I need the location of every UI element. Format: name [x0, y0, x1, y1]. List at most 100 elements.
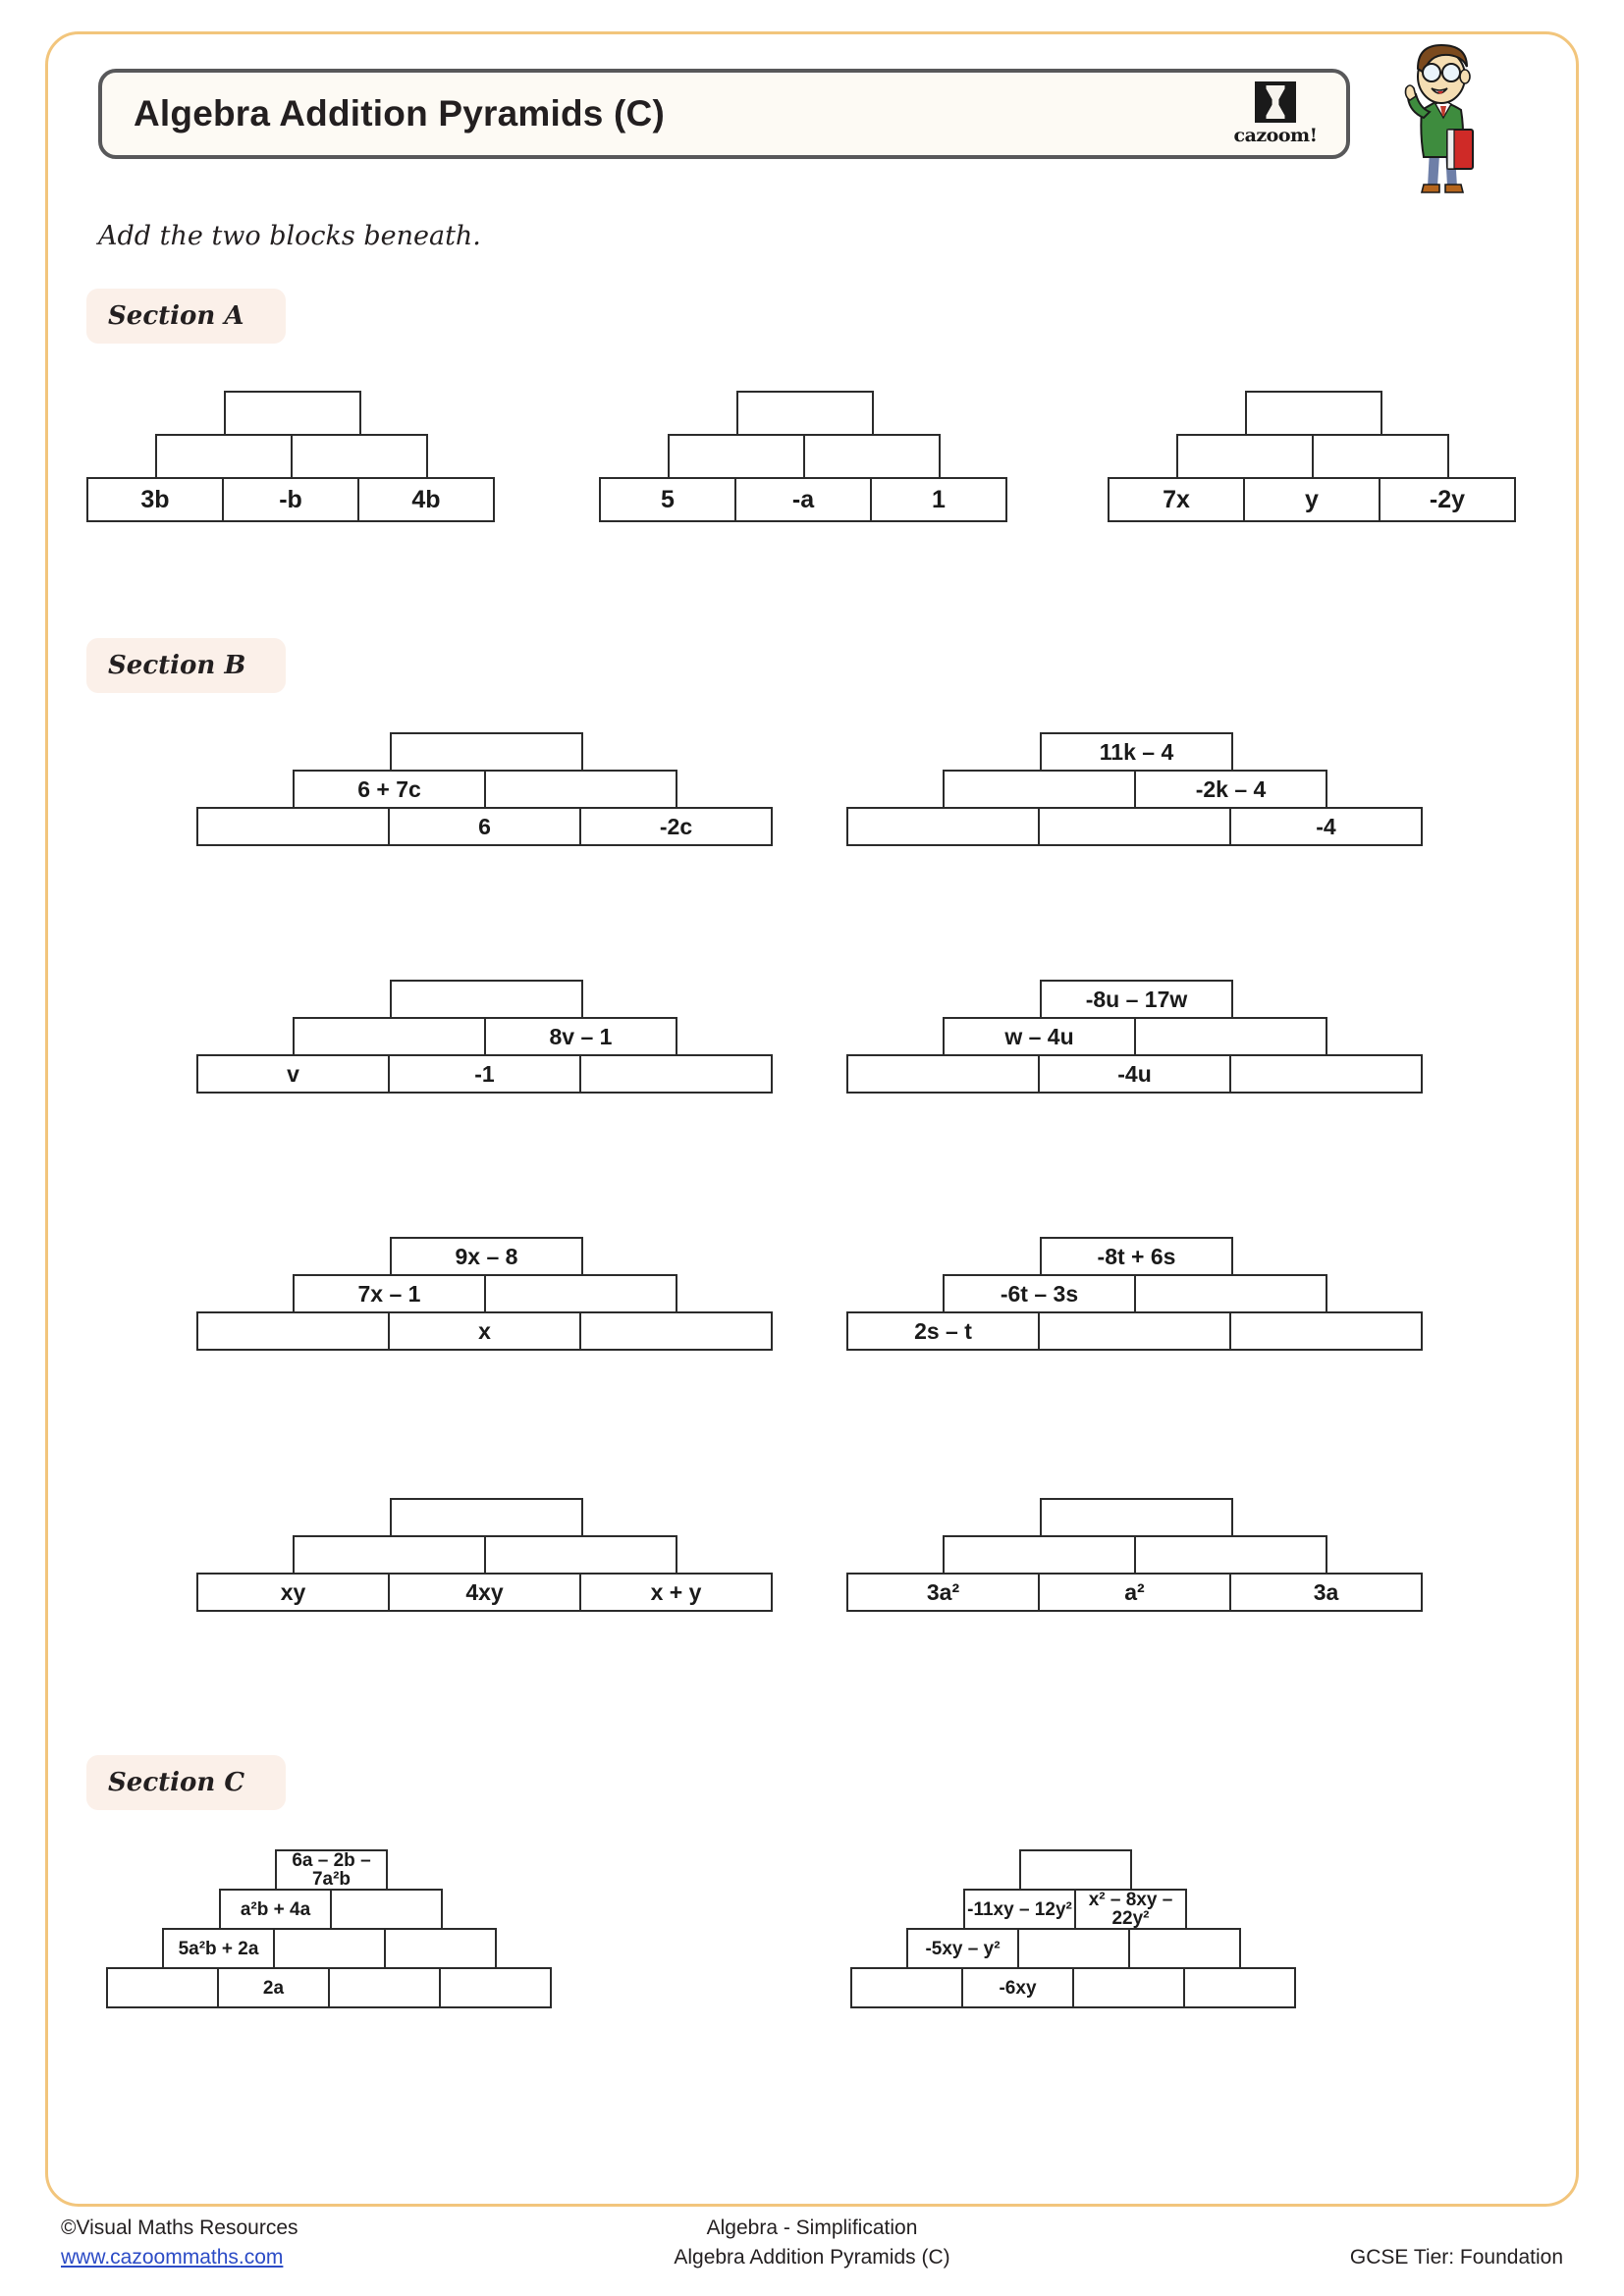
pyramid-cell[interactable]: -b [222, 477, 359, 522]
pyramid-cell[interactable] [384, 1928, 497, 1969]
pyramid-cell[interactable] [579, 1054, 773, 1094]
pyramid-cell[interactable]: 6 + 7c [293, 770, 486, 809]
pyramid-cell[interactable]: -8t + 6s [1040, 1237, 1233, 1276]
pyramid-row [1040, 1498, 1423, 1537]
pyramid-cell[interactable] [1245, 391, 1382, 436]
pyramid-cell[interactable] [579, 1311, 773, 1351]
pyramid-cell[interactable]: -8u – 17w [1040, 980, 1233, 1019]
pyramid-cell[interactable]: 8v – 1 [484, 1017, 677, 1056]
pyramid-cell[interactable]: 3a [1229, 1573, 1423, 1612]
pyramid-cell[interactable] [1038, 1311, 1231, 1351]
pyramid-cell[interactable]: -2y [1379, 477, 1516, 522]
pyramid-cell[interactable]: 5 [599, 477, 736, 522]
footer-website-link[interactable]: www.cazoommaths.com [61, 2246, 284, 2269]
pyramid-cell[interactable]: 3a² [846, 1573, 1040, 1612]
pyramid-cell[interactable] [943, 1535, 1136, 1575]
pyramid-cell[interactable] [1183, 1967, 1296, 2008]
pyramid-cell[interactable] [846, 807, 1040, 846]
pyramid-cell[interactable] [668, 434, 805, 479]
pyramid-cell[interactable] [196, 1311, 390, 1351]
pyramid-cell[interactable]: a²b + 4a [219, 1889, 332, 1930]
pyramid-cell[interactable]: 2s – t [846, 1311, 1040, 1351]
pyramid-row: 6 -2c [196, 807, 773, 846]
pyramid-cell[interactable]: 3b [86, 477, 224, 522]
pyramid-cell[interactable] [224, 391, 361, 436]
pyramid-cell[interactable]: y [1243, 477, 1380, 522]
pyramid-cell[interactable]: 6a – 2b – 7a²b [275, 1849, 388, 1891]
pyramid-cell[interactable] [439, 1967, 552, 2008]
footer-copyright: ©Visual Maths Resources [61, 2216, 298, 2239]
pyramid-cell[interactable] [330, 1889, 443, 1930]
pyramid-cell[interactable] [1176, 434, 1314, 479]
pyramid-cell[interactable] [273, 1928, 386, 1969]
pyramid-cell[interactable] [1229, 1054, 1423, 1094]
pyramid-cell[interactable] [484, 1274, 677, 1313]
pyramid-cell[interactable]: -2k – 4 [1134, 770, 1327, 809]
pyramid-cell[interactable]: -6xy [961, 1967, 1074, 2008]
pyramid-cell[interactable] [1038, 807, 1231, 846]
pyramid-cell[interactable]: 9x – 8 [390, 1237, 583, 1276]
pyramid-cell[interactable]: -4 [1229, 807, 1423, 846]
pyramid-cell[interactable] [328, 1967, 441, 2008]
pyramid-cell[interactable]: -a [734, 477, 872, 522]
pyramid-cell[interactable] [1040, 1498, 1233, 1537]
pyramid-cell[interactable]: -11xy – 12y² [963, 1889, 1076, 1930]
pyramid-cell[interactable]: x + y [579, 1573, 773, 1612]
pyramid-row: -11xy – 12y² x² – 8xy – 22y² [963, 1889, 1296, 1930]
pyramid-cell[interactable]: x² – 8xy – 22y² [1074, 1889, 1187, 1930]
pyramid-cell[interactable]: 2a [217, 1967, 330, 2008]
pyramid-cell[interactable] [196, 807, 390, 846]
pyramid-cell[interactable] [484, 770, 677, 809]
pyramid-cell[interactable] [850, 1967, 963, 2008]
pyramid-row: -8t + 6s [1040, 1237, 1423, 1276]
pyramid-cell[interactable]: x [388, 1311, 581, 1351]
pyramid-cell[interactable]: 4b [357, 477, 495, 522]
pyramid-cell[interactable]: 7x – 1 [293, 1274, 486, 1313]
pyramid-cell[interactable]: v [196, 1054, 390, 1094]
footer-worksheet-name: Algebra Addition Pyramids (C) [674, 2246, 950, 2269]
pyramid-cell[interactable] [1017, 1928, 1130, 1969]
pyramid-cell[interactable] [390, 732, 583, 772]
pyramid-row: 3a² a² 3a [846, 1573, 1423, 1612]
pyramid-cell[interactable]: a² [1038, 1573, 1231, 1612]
pyramid-cell[interactable] [736, 391, 874, 436]
pyramid-cell[interactable] [1128, 1928, 1241, 1969]
pyramid-cell[interactable] [293, 1017, 486, 1056]
pyramid-cell[interactable] [1134, 1535, 1327, 1575]
pyramid-cell[interactable]: 1 [870, 477, 1007, 522]
pyramid-cell[interactable] [390, 1498, 583, 1537]
pyramid-cell[interactable] [846, 1054, 1040, 1094]
pyramid-cell[interactable]: -6t – 3s [943, 1274, 1136, 1313]
pyramid-cell[interactable] [1072, 1967, 1185, 2008]
pyramid-cell[interactable] [1134, 1274, 1327, 1313]
footer-left: ©Visual Maths Resources www.cazoommaths.… [61, 2216, 298, 2269]
pyramid-cell[interactable]: 6 [388, 807, 581, 846]
pyramid-cell[interactable]: -5xy – y² [906, 1928, 1019, 1969]
pyramid-cell[interactable]: 11k – 4 [1040, 732, 1233, 772]
pyramid-cell[interactable]: -2c [579, 807, 773, 846]
pyramid-cell[interactable]: 4xy [388, 1573, 581, 1612]
pyramid-cell[interactable] [803, 434, 941, 479]
pyramid-cell[interactable] [943, 770, 1136, 809]
pyramid-cell[interactable] [106, 1967, 219, 2008]
pyramid-cell[interactable] [1312, 434, 1449, 479]
pyramid-cell[interactable]: xy [196, 1573, 390, 1612]
pyramid-cell[interactable] [293, 1535, 486, 1575]
section-heading-c: Section C [86, 1755, 286, 1810]
pyramid-cell[interactable] [1019, 1849, 1132, 1891]
pyramid-cell[interactable]: 5a²b + 2a [162, 1928, 275, 1969]
pyramid-cell[interactable]: 7x [1108, 477, 1245, 522]
pyramid-cell[interactable] [484, 1535, 677, 1575]
pyramid-cell[interactable] [390, 980, 583, 1019]
pyramid-row: -4 [846, 807, 1423, 846]
pyramid-cell[interactable] [1229, 1311, 1423, 1351]
pyramid-cell[interactable]: w – 4u [943, 1017, 1136, 1056]
pyramid-cell[interactable] [291, 434, 428, 479]
pyramid-row: 6a – 2b – 7a²b [275, 1849, 552, 1891]
section-heading-a-label: Section A [108, 301, 244, 331]
pyramid-cell[interactable] [155, 434, 293, 479]
pyramid-cell[interactable] [1134, 1017, 1327, 1056]
pyramid-cell[interactable]: -1 [388, 1054, 581, 1094]
footer-topic: Algebra - Simplification [706, 2216, 918, 2239]
pyramid-cell[interactable]: -4u [1038, 1054, 1231, 1094]
